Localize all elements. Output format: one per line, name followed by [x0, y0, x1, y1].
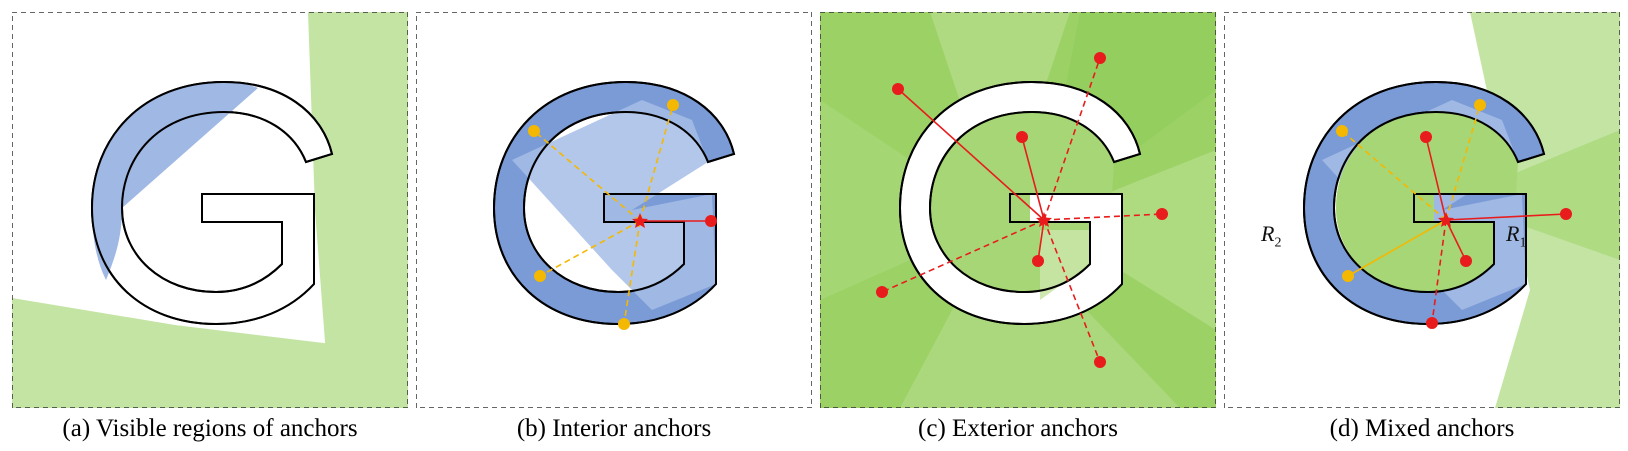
anchor-dot-icon: [667, 99, 679, 111]
anchor-dot-icon: [892, 83, 904, 95]
anchor-dot-icon: [1560, 208, 1572, 220]
visible-region-top-right: [308, 12, 408, 408]
region-r2-sub: 2: [1274, 235, 1282, 251]
panel-b: [416, 12, 812, 408]
caption-a: (a) Visible regions of anchors: [62, 415, 358, 442]
anchor-dot-icon: [1342, 270, 1354, 282]
anchor-dot-icon: [1426, 317, 1438, 329]
anchor-dot-icon: [618, 318, 630, 330]
caption-c: (c) Exterior anchors: [918, 415, 1118, 442]
anchor-dot-icon: [1094, 356, 1106, 368]
visible-region-bottom: [12, 298, 408, 408]
counter-visible-region: [1336, 112, 1518, 292]
panel-c: [820, 12, 1216, 408]
anchor-dot-icon: [1016, 131, 1028, 143]
anchor-dot-icon: [876, 286, 888, 298]
anchor-dot-icon: [1460, 255, 1472, 267]
star-marker-icon: [1438, 212, 1454, 227]
region-r2-letter: R: [1261, 221, 1275, 246]
anchor-dot-icon: [1156, 208, 1168, 220]
anchor-dot-icon: [1336, 125, 1348, 137]
anchor-dot-icon: [1094, 52, 1106, 64]
region-r1-letter: R: [1506, 221, 1520, 246]
region-label-r2: R2: [1261, 222, 1281, 255]
panel-d: [1224, 12, 1620, 408]
region-label-r1: R1: [1506, 222, 1526, 255]
anchor-dot-icon: [534, 270, 546, 282]
anchor-dot-icon: [528, 125, 540, 137]
glyph-light-region: [512, 100, 716, 310]
anchor-dot-icon: [1420, 131, 1432, 143]
star-marker-icon: [1036, 212, 1052, 227]
anchor-dot-icon: [705, 215, 717, 227]
panel-a: [12, 12, 408, 408]
caption-d: (d) Mixed anchors: [1329, 415, 1515, 442]
caption-b: (b) Interior anchors: [516, 415, 712, 442]
anchor-dot-icon: [1474, 99, 1486, 111]
anchor-dot-icon: [1032, 255, 1044, 267]
anchor-rays-d-exterior: [1425, 136, 1567, 324]
anchor-rays-b: [533, 104, 674, 325]
anchor-rays-c: [881, 57, 1163, 363]
star-marker-icon: [632, 213, 648, 228]
region-r1-sub: 1: [1519, 235, 1527, 251]
glyph-visible-region: [92, 82, 258, 280]
anchor-rays-d-interior: [1341, 104, 1481, 221]
